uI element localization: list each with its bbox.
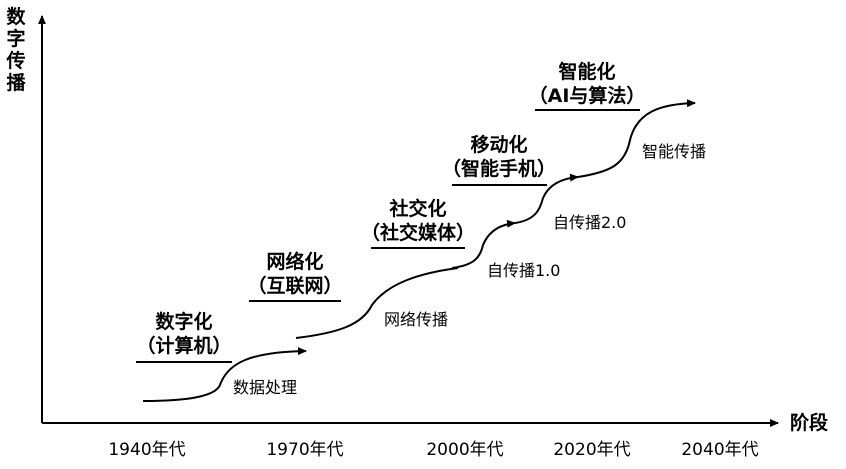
stage-note-4: 自传播2.0 xyxy=(553,213,627,232)
stage-label-5: 智能化 （AI与算法） xyxy=(517,60,657,108)
stage-label-3: 社交化 （社交媒体） xyxy=(348,197,488,245)
stage-title: 社交化 xyxy=(389,198,447,220)
x-tick-label: 2020年代 xyxy=(553,440,631,460)
stage-label-2: 网络化 （互联网） xyxy=(235,250,355,298)
stage-subtitle: （智能手机） xyxy=(441,158,556,180)
y-axis-title: 数 字 传 播 xyxy=(4,6,28,94)
growth-curve-1 xyxy=(142,347,307,402)
x-tick-label: 1970年代 xyxy=(266,440,344,460)
stage-note-5: 智能传播 xyxy=(642,142,707,161)
stage-note-2: 网络传播 xyxy=(384,310,449,329)
stage-note-1: 数据处理 xyxy=(233,378,298,397)
growth-curve-4 xyxy=(514,173,579,224)
stage-title: 移动化 xyxy=(470,134,528,156)
x-tick-label: 2000年代 xyxy=(426,440,504,460)
y-axis-title-char: 传 xyxy=(6,50,26,72)
y-axis-title-char: 播 xyxy=(6,72,26,94)
x-axis-title: 阶段 xyxy=(790,412,829,434)
stage-subtitle: （计算机） xyxy=(136,335,232,357)
stage-subtitle: （互联网） xyxy=(247,275,343,297)
stage-subtitle: （AI与算法） xyxy=(528,85,646,107)
x-tick-label: 2040年代 xyxy=(681,440,759,460)
growth-curve-3 xyxy=(451,219,516,269)
stage-title: 智能化 xyxy=(558,61,616,83)
growth-curve-5 xyxy=(577,99,696,178)
stage-label-4: 移动化 （智能手机） xyxy=(429,133,569,181)
stage-subtitle: （社交媒体） xyxy=(360,222,475,244)
stage-title: 数字化 xyxy=(155,311,213,333)
y-axis-title-char: 字 xyxy=(6,28,26,50)
stage-note-3: 自传播1.0 xyxy=(487,261,561,280)
stage-title: 网络化 xyxy=(266,251,324,273)
y-axis-title-char: 数 xyxy=(6,6,26,28)
x-tick-label: 1940年代 xyxy=(108,440,186,460)
growth-curve-2 xyxy=(295,267,459,339)
stage-label-1: 数字化 （计算机） xyxy=(124,310,244,358)
